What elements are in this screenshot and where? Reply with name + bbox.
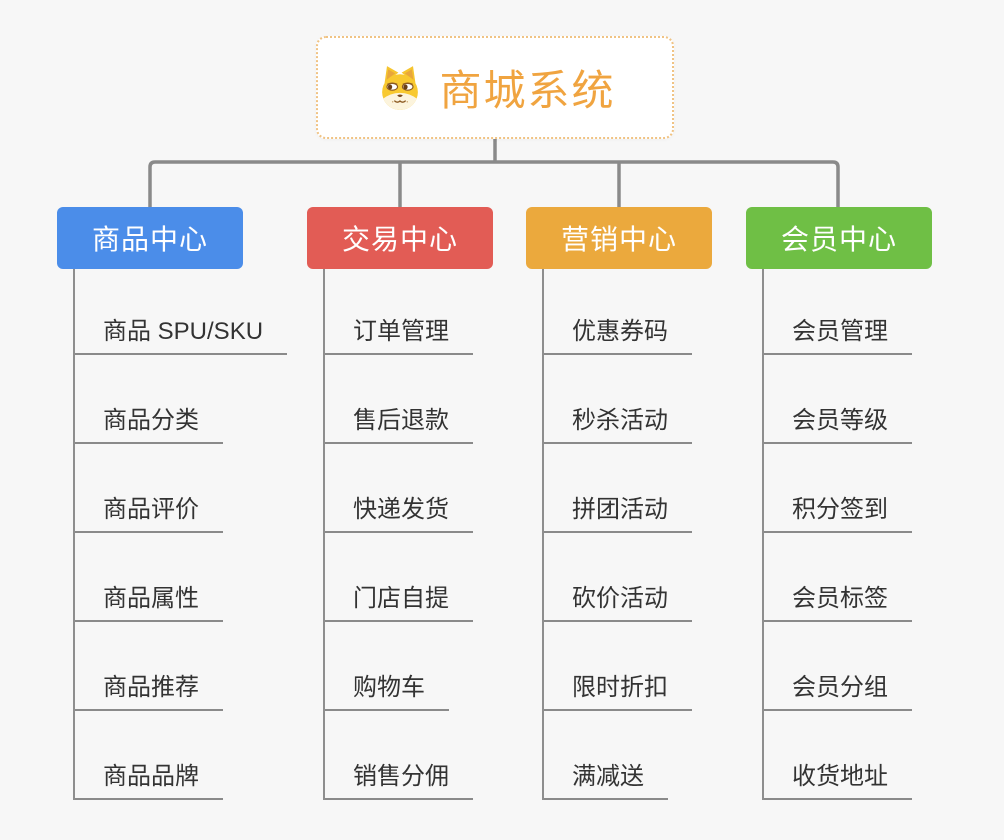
branch-item-list: 会员管理会员等级积分签到会员标签会员分组收货地址 (762, 269, 932, 800)
root-node[interactable]: 商城系统 (316, 36, 674, 139)
mindmap-node: 购物车 (323, 622, 493, 711)
mindmap-node: 秒杀活动 (542, 355, 712, 444)
mindmap-node: 会员标签 (762, 533, 932, 622)
mindmap-node: 会员管理 (762, 269, 932, 355)
branch-2-header[interactable]: 营销中心 (526, 207, 712, 269)
branch-1-header[interactable]: 交易中心 (307, 207, 493, 269)
mindmap-node-label[interactable]: 快递发货 (323, 489, 473, 533)
mindmap-node-label[interactable]: 订单管理 (323, 311, 473, 355)
mindmap-node: 销售分佣 (323, 711, 493, 800)
mindmap-node-label[interactable]: 购物车 (323, 667, 449, 711)
mindmap-node-label[interactable]: 商品分类 (73, 400, 223, 444)
branch-2: 营销中心 优惠券码秒杀活动拼团活动砍价活动限时折扣满减送 (526, 207, 712, 800)
mindmap-node-label[interactable]: 会员管理 (762, 311, 912, 355)
mindmap-node: 收货地址 (762, 711, 932, 800)
mindmap-node: 商品品牌 (73, 711, 287, 800)
mindmap-node: 满减送 (542, 711, 712, 800)
mindmap-node: 砍价活动 (542, 533, 712, 622)
mindmap-node-label[interactable]: 积分签到 (762, 489, 912, 533)
branch-item-list: 商品 SPU/SKU 商品分类商品评价商品属性商品推荐商品品牌 (73, 269, 288, 800)
mindmap-node-label[interactable]: 满减送 (542, 756, 668, 800)
mindmap-node: 订单管理 (323, 269, 493, 355)
mindmap-node-label[interactable]: 商品品牌 (73, 756, 223, 800)
mindmap-node-label[interactable]: 销售分佣 (323, 756, 473, 800)
mindmap-node: 会员分组 (762, 622, 932, 711)
branch-0-header[interactable]: 商品中心 (57, 207, 243, 269)
mindmap-node: 商品分类 (73, 355, 287, 444)
mindmap-node: 商品评价 (73, 444, 287, 533)
mindmap-node: 快递发货 (323, 444, 493, 533)
mindmap-node: 商品推荐 (73, 622, 287, 711)
mindmap-node-label[interactable]: 收货地址 (762, 756, 912, 800)
mindmap-node: 门店自提 (323, 533, 493, 622)
branch-0: 商品中心 商品 SPU/SKU 商品分类商品评价商品属性商品推荐商品品牌 (57, 207, 288, 800)
mindmap-node-label[interactable]: 会员标签 (762, 578, 912, 622)
shiba-dog-face-icon (382, 65, 419, 110)
mindmap-node: 售后退款 (323, 355, 493, 444)
mindmap-node-label[interactable]: 商品推荐 (73, 667, 223, 711)
mindmap-node: 会员等级 (762, 355, 932, 444)
mindmap-node: 拼团活动 (542, 444, 712, 533)
mindmap-node-label[interactable]: 商品 SPU/SKU (73, 311, 288, 355)
mindmap-node-label[interactable]: 售后退款 (323, 400, 473, 444)
mindmap-node-label[interactable]: 拼团活动 (542, 489, 692, 533)
branch-3: 会员中心 会员管理会员等级积分签到会员标签会员分组收货地址 (746, 207, 932, 800)
mindmap-node-label[interactable]: 商品属性 (73, 578, 223, 622)
mindmap-node: 优惠券码 (542, 269, 712, 355)
mindmap-node: 商品属性 (73, 533, 287, 622)
mindmap-node-label[interactable]: 优惠券码 (542, 311, 692, 355)
mindmap-node: 积分签到 (762, 444, 932, 533)
mindmap-node-label[interactable]: 限时折扣 (542, 667, 692, 711)
branch-item-list: 订单管理售后退款快递发货门店自提购物车销售分佣 (323, 269, 493, 800)
mindmap-node-label[interactable]: 会员等级 (762, 400, 912, 444)
mindmap-node-label[interactable]: 门店自提 (323, 578, 473, 622)
mindmap-node-label[interactable]: 商品评价 (73, 489, 223, 533)
root-node-title: 商城系统 (439, 67, 616, 114)
branch-3-header[interactable]: 会员中心 (746, 207, 932, 269)
mindmap-node: 限时折扣 (542, 622, 712, 711)
branch-item-list: 优惠券码秒杀活动拼团活动砍价活动限时折扣满减送 (542, 269, 712, 800)
branch-1: 交易中心 订单管理售后退款快递发货门店自提购物车销售分佣 (307, 207, 493, 800)
mindmap-node: 商品 SPU/SKU (73, 269, 288, 355)
mindmap-node-label[interactable]: 砍价活动 (542, 578, 692, 622)
mindmap-node-label[interactable]: 会员分组 (762, 667, 912, 711)
mindmap-node-label[interactable]: 秒杀活动 (542, 400, 692, 444)
